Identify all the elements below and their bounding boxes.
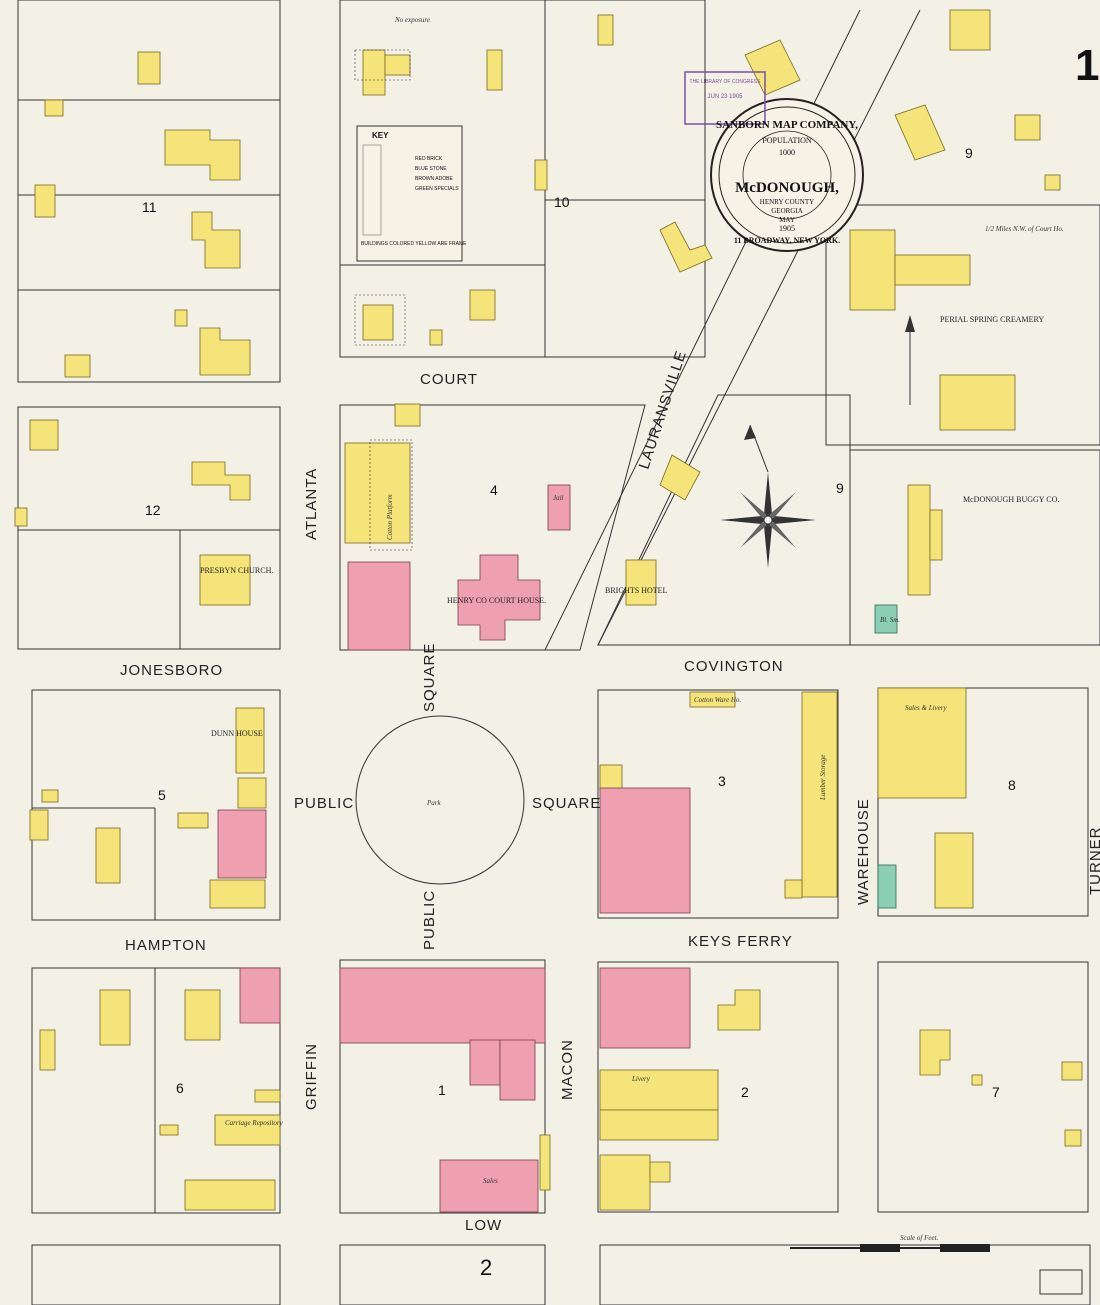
street-court: COURT bbox=[420, 371, 478, 388]
key-legend-item: BLUE STONE bbox=[415, 166, 447, 172]
block-number: 3 bbox=[718, 773, 726, 789]
block-number: 2 bbox=[741, 1084, 749, 1100]
street-covington: COVINGTON bbox=[684, 658, 784, 675]
street-griffin: GRIFFIN bbox=[303, 1043, 320, 1110]
street-atlanta: ATLANTA bbox=[303, 468, 320, 540]
label-dunn-house: DUNN HOUSE bbox=[211, 729, 263, 738]
frame-buildings bbox=[14, 9, 1083, 1211]
scale-label: Scale of Feet. bbox=[900, 1234, 939, 1242]
label-cotton-platform: Cotton Platform bbox=[386, 494, 394, 540]
scale-bar bbox=[790, 1244, 1083, 1295]
street-keys-ferry: KEYS FERRY bbox=[688, 933, 793, 950]
brick-buildings bbox=[217, 484, 691, 1213]
label-miles-note: 1/2 Miles N.W. of Court Ho. bbox=[985, 225, 1064, 233]
label-no-exposure: No exposure bbox=[394, 16, 430, 24]
cartouche-town: McDONOUGH, bbox=[735, 180, 839, 196]
block-number: 6 bbox=[176, 1080, 184, 1096]
next-sheet-number: 2 bbox=[480, 1255, 492, 1280]
street-public-w: PUBLIC bbox=[294, 795, 354, 812]
block-number: 4 bbox=[490, 482, 498, 498]
street-public-s: PUBLIC bbox=[421, 890, 438, 950]
label-livery: Livery bbox=[631, 1075, 651, 1083]
label-cotton-ware-ho: Cotton Ware Ho. bbox=[694, 696, 741, 704]
key-box bbox=[356, 125, 463, 262]
block-number: 9 bbox=[836, 480, 844, 496]
street-square-n: SQUARE bbox=[421, 643, 438, 712]
key-legend-item: RED BRICK bbox=[415, 156, 443, 162]
public-square-park bbox=[355, 715, 525, 885]
north-arrow bbox=[905, 315, 915, 405]
cartouche-year: 1905 bbox=[779, 224, 795, 233]
label-buggy-co: McDONOUGH BUGGY CO. bbox=[963, 495, 1059, 504]
cartouche-month: MAY bbox=[779, 216, 795, 224]
cartouche-company: SANBORN MAP COMPANY, bbox=[716, 119, 858, 131]
sanborn-cartouche bbox=[710, 98, 864, 252]
street-warehouse: WAREHOUSE bbox=[855, 798, 872, 905]
block-number: 10 bbox=[554, 194, 570, 210]
stamp-line2: JUN 23 1905 bbox=[707, 94, 743, 100]
dashed-outlines bbox=[354, 49, 413, 551]
street-jonesboro: JONESBORO bbox=[120, 662, 223, 679]
block-number: 5 bbox=[158, 787, 166, 803]
key-legend-item: GREEN SPECIALS bbox=[415, 186, 459, 192]
stone-buildings bbox=[874, 604, 898, 909]
cartouche-population-label: POPULATION bbox=[762, 136, 812, 145]
key-title: KEY bbox=[372, 131, 389, 140]
block-outlines bbox=[17, 0, 1100, 1305]
block-number: 9 bbox=[965, 145, 973, 161]
block-number: 12 bbox=[145, 502, 161, 518]
block-number: 7 bbox=[992, 1084, 1000, 1100]
block-number: 1 bbox=[438, 1082, 446, 1098]
cartouche-county: HENRY COUNTY bbox=[760, 198, 814, 206]
street-turner: TURNER bbox=[1087, 827, 1100, 896]
cartouche-population: 1000 bbox=[779, 148, 795, 157]
street-square-e: SQUARE bbox=[532, 795, 601, 812]
label-creamery: PERIAL SPRING CREAMERY bbox=[940, 315, 1044, 324]
label-bl-sm: Bl. Sm. bbox=[880, 616, 900, 624]
compass-rose bbox=[720, 424, 816, 568]
street-macon: MACON bbox=[559, 1039, 576, 1100]
label-presbyn-church: PRESBYN CHURCH. bbox=[200, 566, 273, 575]
label-lumber-storage: Lumber Storage bbox=[819, 755, 827, 801]
key-legend-item: BROWN ADOBE bbox=[415, 176, 453, 182]
street-hampton: HAMPTON bbox=[125, 937, 207, 954]
label-court-house: HENRY CO COURT HOUSE. bbox=[447, 596, 546, 605]
library-stamp bbox=[684, 71, 766, 125]
cartouche-address: 11 BROADWAY, NEW YORK. bbox=[734, 236, 840, 245]
label-sales-livery: Sales & Livery bbox=[905, 704, 947, 712]
block-number: 11 bbox=[142, 199, 157, 215]
stamp-line1: THE LIBRARY OF CONGRESS bbox=[690, 79, 762, 85]
label-park: Park bbox=[426, 799, 442, 807]
label-brights-hotel: BRIGHTS HOTEL bbox=[605, 586, 668, 595]
key-colors-note: BUILDINGS COLORED YELLOW ARE FRAME bbox=[361, 241, 467, 247]
label-jail: Jail bbox=[553, 494, 564, 502]
street-low: LOW bbox=[465, 1217, 502, 1234]
cartouche-state: GEORGIA bbox=[771, 207, 803, 215]
sheet-number: 1 bbox=[1075, 41, 1099, 90]
block-number: 8 bbox=[1008, 777, 1016, 793]
label-sales: Sales bbox=[483, 1177, 498, 1185]
label-carriage-repository: Carriage Repository bbox=[225, 1119, 284, 1127]
